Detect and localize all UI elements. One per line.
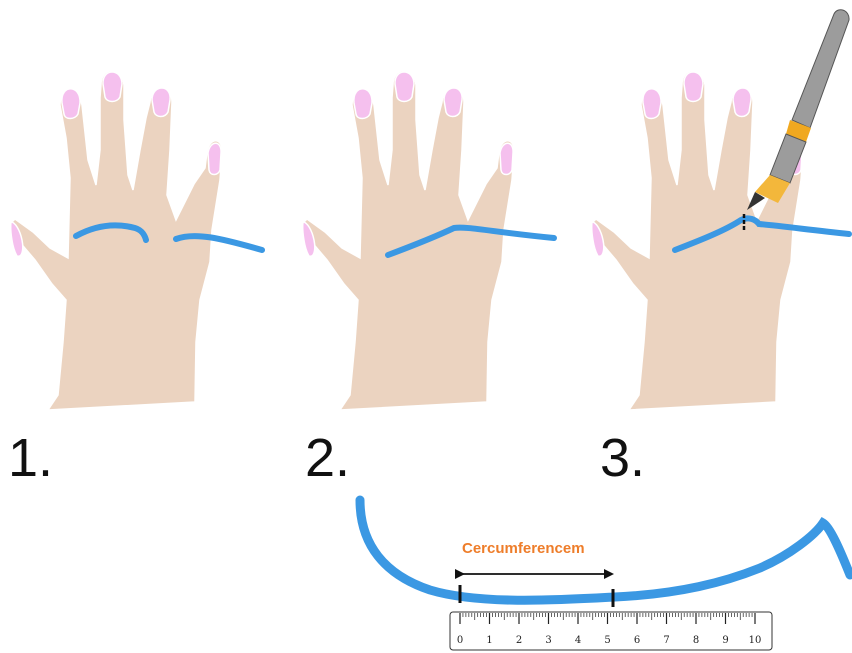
ruler-number: 1 [486,635,492,646]
ruler-number: 7 [663,635,669,646]
ruler-number: 9 [722,635,728,646]
hand-2 [303,71,554,410]
ruler-number: 4 [575,635,581,646]
ruler-number: 3 [545,635,551,646]
ruler: 0 1 2 3 4 5 6 7 8 9 10 [450,612,772,650]
ruler-number: 2 [516,635,522,646]
ruler-number: 8 [693,635,699,646]
ruler-number: 5 [604,635,610,646]
ruler-number: 0 [457,635,463,646]
step-number-2: 2. [305,428,350,488]
step-number-3: 3. [600,428,645,488]
hand-1 [11,71,262,410]
step-number-1: 1. [8,428,53,488]
circumference-label: Cercumferencem [462,540,585,557]
ruler-number: 6 [634,635,640,646]
measured-string [360,500,850,600]
ruler-number: 10 [749,635,762,646]
